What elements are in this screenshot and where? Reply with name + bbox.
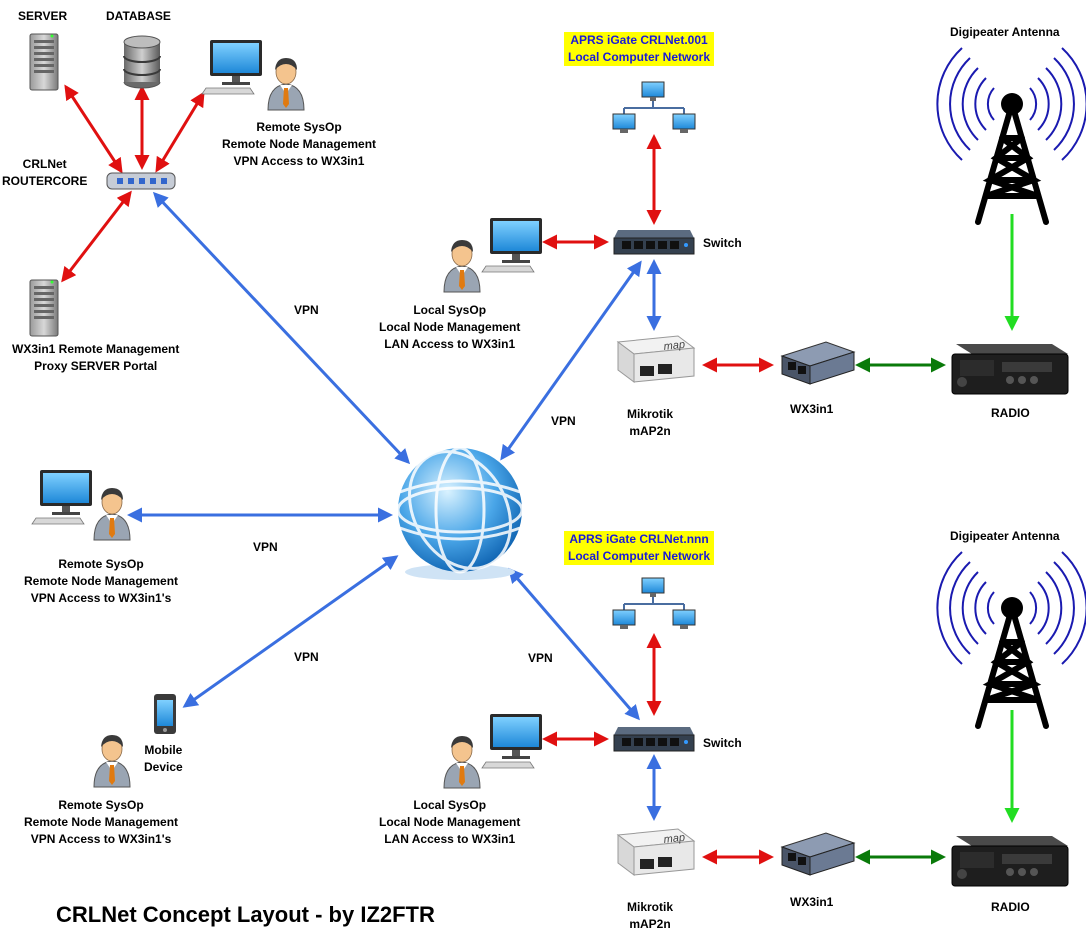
vpn-label-3: VPN [253,540,278,554]
proxy-server-icon [29,279,59,337]
wx3in1-bottom-icon [781,832,855,876]
remote-sysop-mid-computer-icon [31,469,93,525]
radio-top-label: RADIO [991,406,1030,420]
radio-bottom-icon [951,835,1069,887]
vpn-label-2: VPN [551,414,576,428]
vpn-label-4: VPN [294,650,319,664]
router-icon [106,172,176,190]
local-network-bottom-icon [612,577,696,630]
radio-bottom-label: RADIO [991,900,1030,914]
mikrotik-top-icon [617,335,695,383]
vpn-label-5: VPN [528,651,553,665]
remote-sysop-top-computer-icon [201,39,263,95]
blue-vpn-links [127,191,662,821]
vpn-label-1: VPN [294,303,319,317]
radio-top-icon [951,343,1069,395]
server-icon [29,33,59,91]
antenna-top-icon [937,48,1086,222]
local-sysop-bottom-person-icon [443,735,481,789]
database-label: DATABASE [106,9,171,23]
server-label: SERVER [18,9,68,23]
mikrotik-bottom-icon [617,828,695,876]
antenna-bottom-icon [937,552,1086,726]
database-icon [123,35,161,89]
mobile-device-icon [154,694,176,734]
antenna-bottom-label: Digipeater Antenna [950,529,1060,543]
local-sysop-top-person-icon [443,239,481,293]
wx3in1-bottom-label: WX3in1 [790,895,834,909]
remote-sysop-bottom-person-icon [93,734,131,788]
local-sysop-bottom-computer-icon [481,713,543,769]
internet-globe-icon [396,446,524,580]
switch-bottom-icon [613,726,695,752]
remote-sysop-mid-person-icon [93,487,131,541]
diagram-title: CRLNet Concept Layout - by IZ2FTR [56,902,435,927]
green-rf-links [855,357,946,865]
wx3in1-top-label: WX3in1 [790,402,834,416]
wx3in1-top-icon [781,341,855,385]
switch-top-icon [613,229,695,255]
remote-sysop-top-person-icon [267,57,305,111]
red-lan-links [61,84,774,865]
antenna-top-label: Digipeater Antenna [950,25,1060,39]
local-sysop-top-computer-icon [481,217,543,273]
local-network-top-icon [612,81,696,134]
switch-top-label: Switch [703,236,742,250]
switch-bottom-label: Switch [703,736,742,750]
